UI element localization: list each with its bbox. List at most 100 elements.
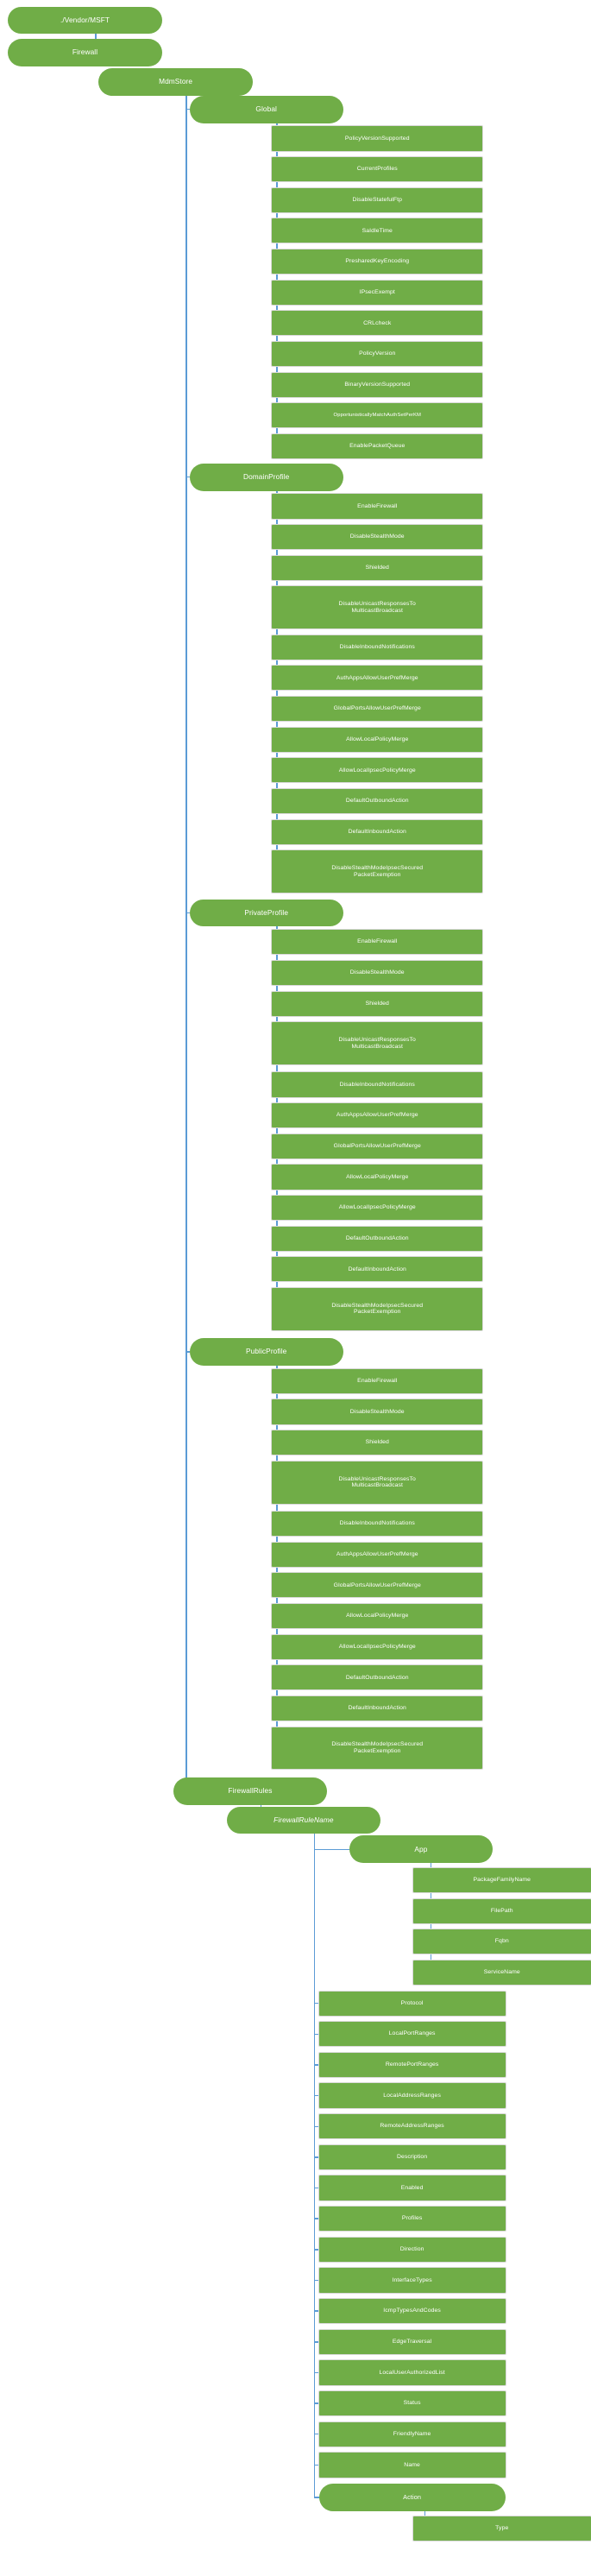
tree-node-edgetraversal[interactable]: EdgeTraversal bbox=[318, 2329, 506, 2354]
tree-node-direction[interactable]: Direction bbox=[318, 2237, 506, 2262]
tree-node-label: AllowLocalPolicyMerge bbox=[346, 1613, 409, 1619]
tree-node-saidletime[interactable]: SaIdleTime bbox=[272, 218, 483, 243]
tree-node-defaultinboundaction[interactable]: DefaultInboundAction bbox=[272, 1695, 483, 1721]
tree-node-defaultoutboundaction[interactable]: DefaultOutboundAction bbox=[272, 1226, 483, 1251]
tree-node-disableinboundnotifications[interactable]: DisableInboundNotifications bbox=[272, 635, 483, 660]
tree-node-disablestealthmode[interactable]: DisableStealthMode bbox=[272, 960, 483, 986]
tree-node-disablestealthmodeipsecsecured[interactable]: DisableStealthModeIpsecSecured PacketExe… bbox=[272, 1288, 483, 1330]
tree-node-disablestealthmodeipsecsecured[interactable]: DisableStealthModeIpsecSecured PacketExe… bbox=[272, 1727, 483, 1770]
tree-node-filepath[interactable]: FilePath bbox=[412, 1898, 591, 1923]
tree-node-publicprofile[interactable]: PublicProfile bbox=[189, 1338, 343, 1367]
tree-node-shielded[interactable]: Shielded bbox=[272, 1430, 483, 1455]
tree-node-label: Name bbox=[404, 2461, 420, 2468]
tree-node-firewall[interactable]: Firewall bbox=[8, 39, 162, 66]
tree-node-label: DisableStealthMode bbox=[349, 534, 405, 540]
tree-node-icmptypesandcodes[interactable]: IcmpTypesAndCodes bbox=[318, 2299, 506, 2324]
tree-node-protocol[interactable]: Protocol bbox=[318, 1991, 506, 2016]
tree-node-packagefamilyname[interactable]: PackageFamilyName bbox=[412, 1867, 591, 1892]
tree-node-mdmstore[interactable]: MdmStore bbox=[98, 67, 253, 96]
tree-node-disablestealthmode[interactable]: DisableStealthMode bbox=[272, 1399, 483, 1424]
tree-node-presharedkeyencoding[interactable]: PresharedKeyEncoding bbox=[272, 249, 483, 275]
tree-node-authappsallowuserprefmerge[interactable]: AuthAppsAllowUserPrefMerge bbox=[272, 1103, 483, 1128]
tree-node-label: Enabled bbox=[400, 2184, 424, 2191]
tree-node-vendor-msft[interactable]: ./Vendor/MSFT bbox=[8, 6, 162, 35]
tree-node-authappsallowuserprefmerge[interactable]: AuthAppsAllowUserPrefMerge bbox=[272, 666, 483, 691]
tree-node-disablestealthmodeipsecsecured[interactable]: DisableStealthModeIpsecSecured PacketExe… bbox=[272, 850, 483, 893]
tree-node-disableinboundnotifications[interactable]: DisableInboundNotifications bbox=[272, 1511, 483, 1537]
tree-node-disableunicastresponsesto[interactable]: DisableUnicastResponsesTo MulticastBroad… bbox=[272, 1461, 483, 1504]
tree-node-enablefirewall[interactable]: EnableFirewall bbox=[272, 494, 483, 519]
tree-node-shielded[interactable]: Shielded bbox=[272, 991, 483, 1016]
tree-node-label: Type bbox=[495, 2524, 509, 2531]
tree-node-type[interactable]: Type bbox=[412, 2516, 591, 2541]
tree-node-ipsecexempt[interactable]: IPsecExempt bbox=[272, 280, 483, 305]
tree-node-disablestealthmode[interactable]: DisableStealthMode bbox=[272, 525, 483, 550]
tree-node-servicename[interactable]: ServiceName bbox=[412, 1960, 591, 1985]
tree-node-enablepacketqueue[interactable]: EnablePacketQueue bbox=[272, 433, 483, 459]
tree-node-action[interactable]: Action bbox=[318, 2484, 506, 2511]
tree-node-disableunicastresponsesto[interactable]: DisableUnicastResponsesTo MulticastBroad… bbox=[272, 1022, 483, 1064]
tree-node-binaryversionsupported[interactable]: BinaryVersionSupported bbox=[272, 372, 483, 397]
tree-node-label: Description bbox=[396, 2154, 428, 2161]
tree-node-allowlocalpolicymerge[interactable]: AllowLocalPolicyMerge bbox=[272, 1603, 483, 1629]
tree-node-label: PackageFamilyName bbox=[473, 1877, 531, 1884]
tree-node-globalportsallowuserprefmerge[interactable]: GlobalPortsAllowUserPrefMerge bbox=[272, 1573, 483, 1598]
tree-node-disableinboundnotifications[interactable]: DisableInboundNotifications bbox=[272, 1072, 483, 1097]
tree-node-label: OpportunisticallyMatchAuthSetPerKM bbox=[333, 413, 421, 419]
tree-node-policyversionsupported[interactable]: PolicyVersionSupported bbox=[272, 126, 483, 151]
tree-node-remoteaddressranges[interactable]: RemoteAddressRanges bbox=[318, 2114, 506, 2139]
tree-node-opportunisticallymatchauthsetperkm[interactable]: OpportunisticallyMatchAuthSetPerKM bbox=[272, 403, 483, 428]
tree-node-status[interactable]: Status bbox=[318, 2391, 506, 2416]
tree-node-app[interactable]: App bbox=[349, 1835, 493, 1864]
tree-node-label: AllowLocalPolicyMerge bbox=[346, 736, 409, 742]
tree-node-label: Fqbn bbox=[494, 1938, 509, 1945]
tree-node-defaultinboundaction[interactable]: DefaultInboundAction bbox=[272, 819, 483, 844]
tree-node-defaultinboundaction[interactable]: DefaultInboundAction bbox=[272, 1257, 483, 1282]
tree-node-fqbn[interactable]: Fqbn bbox=[412, 1929, 591, 1954]
tree-node-remoteportranges[interactable]: RemotePortRanges bbox=[318, 2052, 506, 2077]
tree-node-currentprofiles[interactable]: CurrentProfiles bbox=[272, 157, 483, 182]
tree-node-globalportsallowuserprefmerge[interactable]: GlobalPortsAllowUserPrefMerge bbox=[272, 1133, 483, 1159]
tree-node-profiles[interactable]: Profiles bbox=[318, 2207, 506, 2232]
tree-node-disableunicastresponsesto[interactable]: DisableUnicastResponsesTo MulticastBroad… bbox=[272, 586, 483, 629]
tree-node-domainprofile[interactable]: DomainProfile bbox=[189, 463, 343, 491]
tree-node-label: Shielded bbox=[365, 1000, 389, 1007]
connector-trunk-n2 bbox=[185, 95, 187, 1791]
tree-node-allowlocalipsecpolicymerge[interactable]: AllowLocalIpsecPolicyMerge bbox=[272, 758, 483, 783]
tree-node-description[interactable]: Description bbox=[318, 2144, 506, 2169]
tree-node-label: FilePath bbox=[490, 1907, 513, 1914]
tree-node-allowlocalpolicymerge[interactable]: AllowLocalPolicyMerge bbox=[272, 727, 483, 752]
tree-node-defaultoutboundaction[interactable]: DefaultOutboundAction bbox=[272, 1665, 483, 1690]
tree-node-firewallrules[interactable]: FirewallRules bbox=[173, 1777, 328, 1805]
tree-node-allowlocalpolicymerge[interactable]: AllowLocalPolicyMerge bbox=[272, 1165, 483, 1190]
tree-node-label: PresharedKeyEncoding bbox=[345, 258, 410, 265]
tree-node-enabled[interactable]: Enabled bbox=[318, 2175, 506, 2200]
tree-node-defaultoutboundaction[interactable]: DefaultOutboundAction bbox=[272, 788, 483, 814]
tree-node-global[interactable]: Global bbox=[189, 95, 343, 123]
tree-node-globalportsallowuserprefmerge[interactable]: GlobalPortsAllowUserPrefMerge bbox=[272, 696, 483, 722]
tree-node-label: Protocol bbox=[400, 1999, 424, 2006]
tree-node-crlcheck[interactable]: CRLcheck bbox=[272, 311, 483, 336]
tree-node-localportranges[interactable]: LocalPortRanges bbox=[318, 2022, 506, 2047]
tree-node-authappsallowuserprefmerge[interactable]: AuthAppsAllowUserPrefMerge bbox=[272, 1542, 483, 1567]
tree-node-label: PublicProfile bbox=[245, 1347, 287, 1356]
tree-node-interfacetypes[interactable]: InterfaceTypes bbox=[318, 2268, 506, 2293]
tree-node-disablestatefulftp[interactable]: DisableStatefulFtp bbox=[272, 187, 483, 212]
tree-node-localaddressranges[interactable]: LocalAddressRanges bbox=[318, 2083, 506, 2108]
tree-node-enablefirewall[interactable]: EnableFirewall bbox=[272, 930, 483, 955]
tree-node-policyversion[interactable]: PolicyVersion bbox=[272, 341, 483, 367]
tree-node-localuserauthorizedlist[interactable]: LocalUserAuthorizedList bbox=[318, 2360, 506, 2385]
tree-node-name[interactable]: Name bbox=[318, 2453, 506, 2478]
tree-node-label: RemotePortRanges bbox=[385, 2061, 439, 2068]
tree-node-label: AllowLocalPolicyMerge bbox=[346, 1173, 409, 1180]
tree-node-label: EnablePacketQueue bbox=[349, 443, 406, 450]
tree-node-allowlocalipsecpolicymerge[interactable]: AllowLocalIpsecPolicyMerge bbox=[272, 1634, 483, 1659]
tree-node-privateprofile[interactable]: PrivateProfile bbox=[189, 899, 343, 927]
tree-node-enablefirewall[interactable]: EnableFirewall bbox=[272, 1368, 483, 1393]
connector-branch-f14 bbox=[314, 2402, 319, 2404]
tree-node-friendlyname[interactable]: FriendlyName bbox=[318, 2421, 506, 2447]
tree-node-allowlocalipsecpolicymerge[interactable]: AllowLocalIpsecPolicyMerge bbox=[272, 1196, 483, 1221]
tree-node-firewallrulename[interactable]: FirewallRuleName bbox=[226, 1806, 381, 1834]
tree-node-shielded[interactable]: Shielded bbox=[272, 555, 483, 580]
tree-node-label: EnableFirewall bbox=[357, 502, 398, 509]
